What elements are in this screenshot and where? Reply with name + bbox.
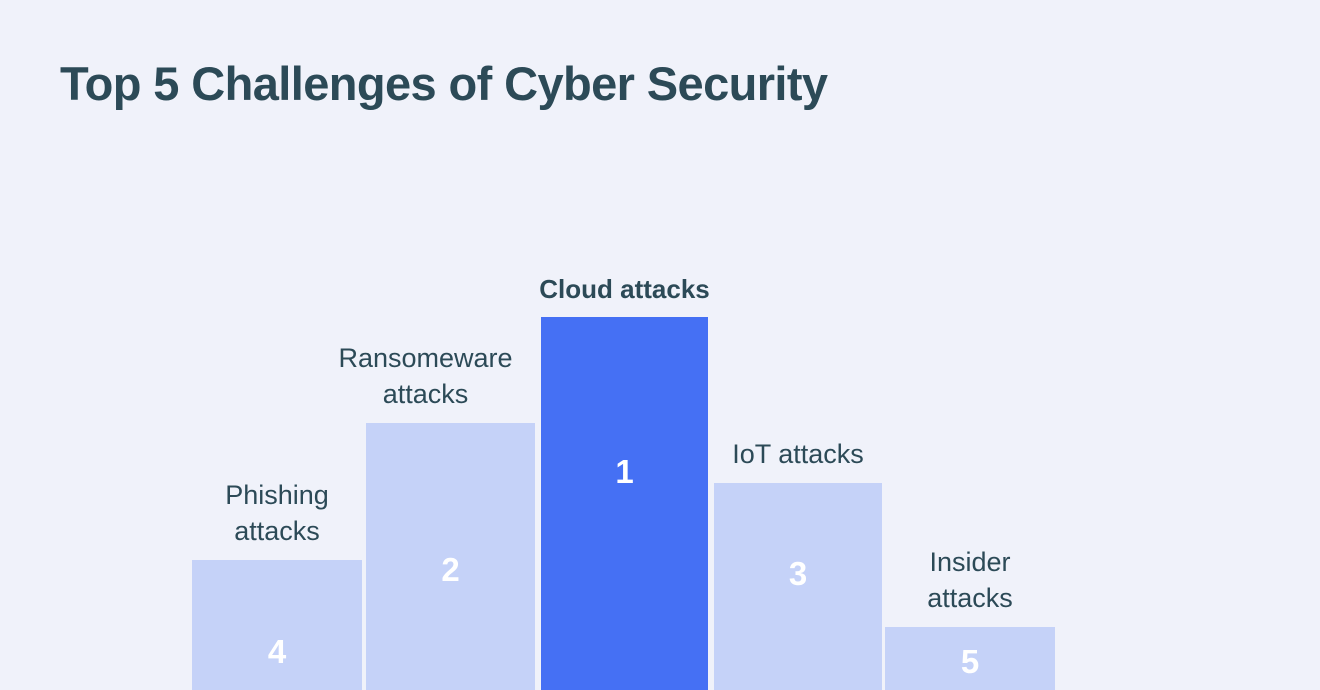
bar-label-phishing-attacks: Phishing attacks [225, 480, 329, 547]
bar-iot-attacks[interactable] [714, 483, 882, 690]
bar-ransomeware-attacks[interactable] [366, 423, 535, 690]
bar-label-ransomeware-attacks: Ransomeware attacks [338, 343, 513, 410]
bar-insider-attacks[interactable] [885, 627, 1055, 690]
bar-cloud-attacks[interactable] [541, 317, 708, 690]
page-title: Top 5 Challenges of Cyber Security [60, 57, 828, 110]
bar-phishing-attacks[interactable] [192, 560, 362, 690]
bar-label-iot-attacks: IoT attacks [732, 439, 864, 470]
bar-label-cloud-attacks: Cloud attacks [539, 274, 710, 305]
bar-label-insider-attacks: Insider attacks [927, 547, 1013, 614]
